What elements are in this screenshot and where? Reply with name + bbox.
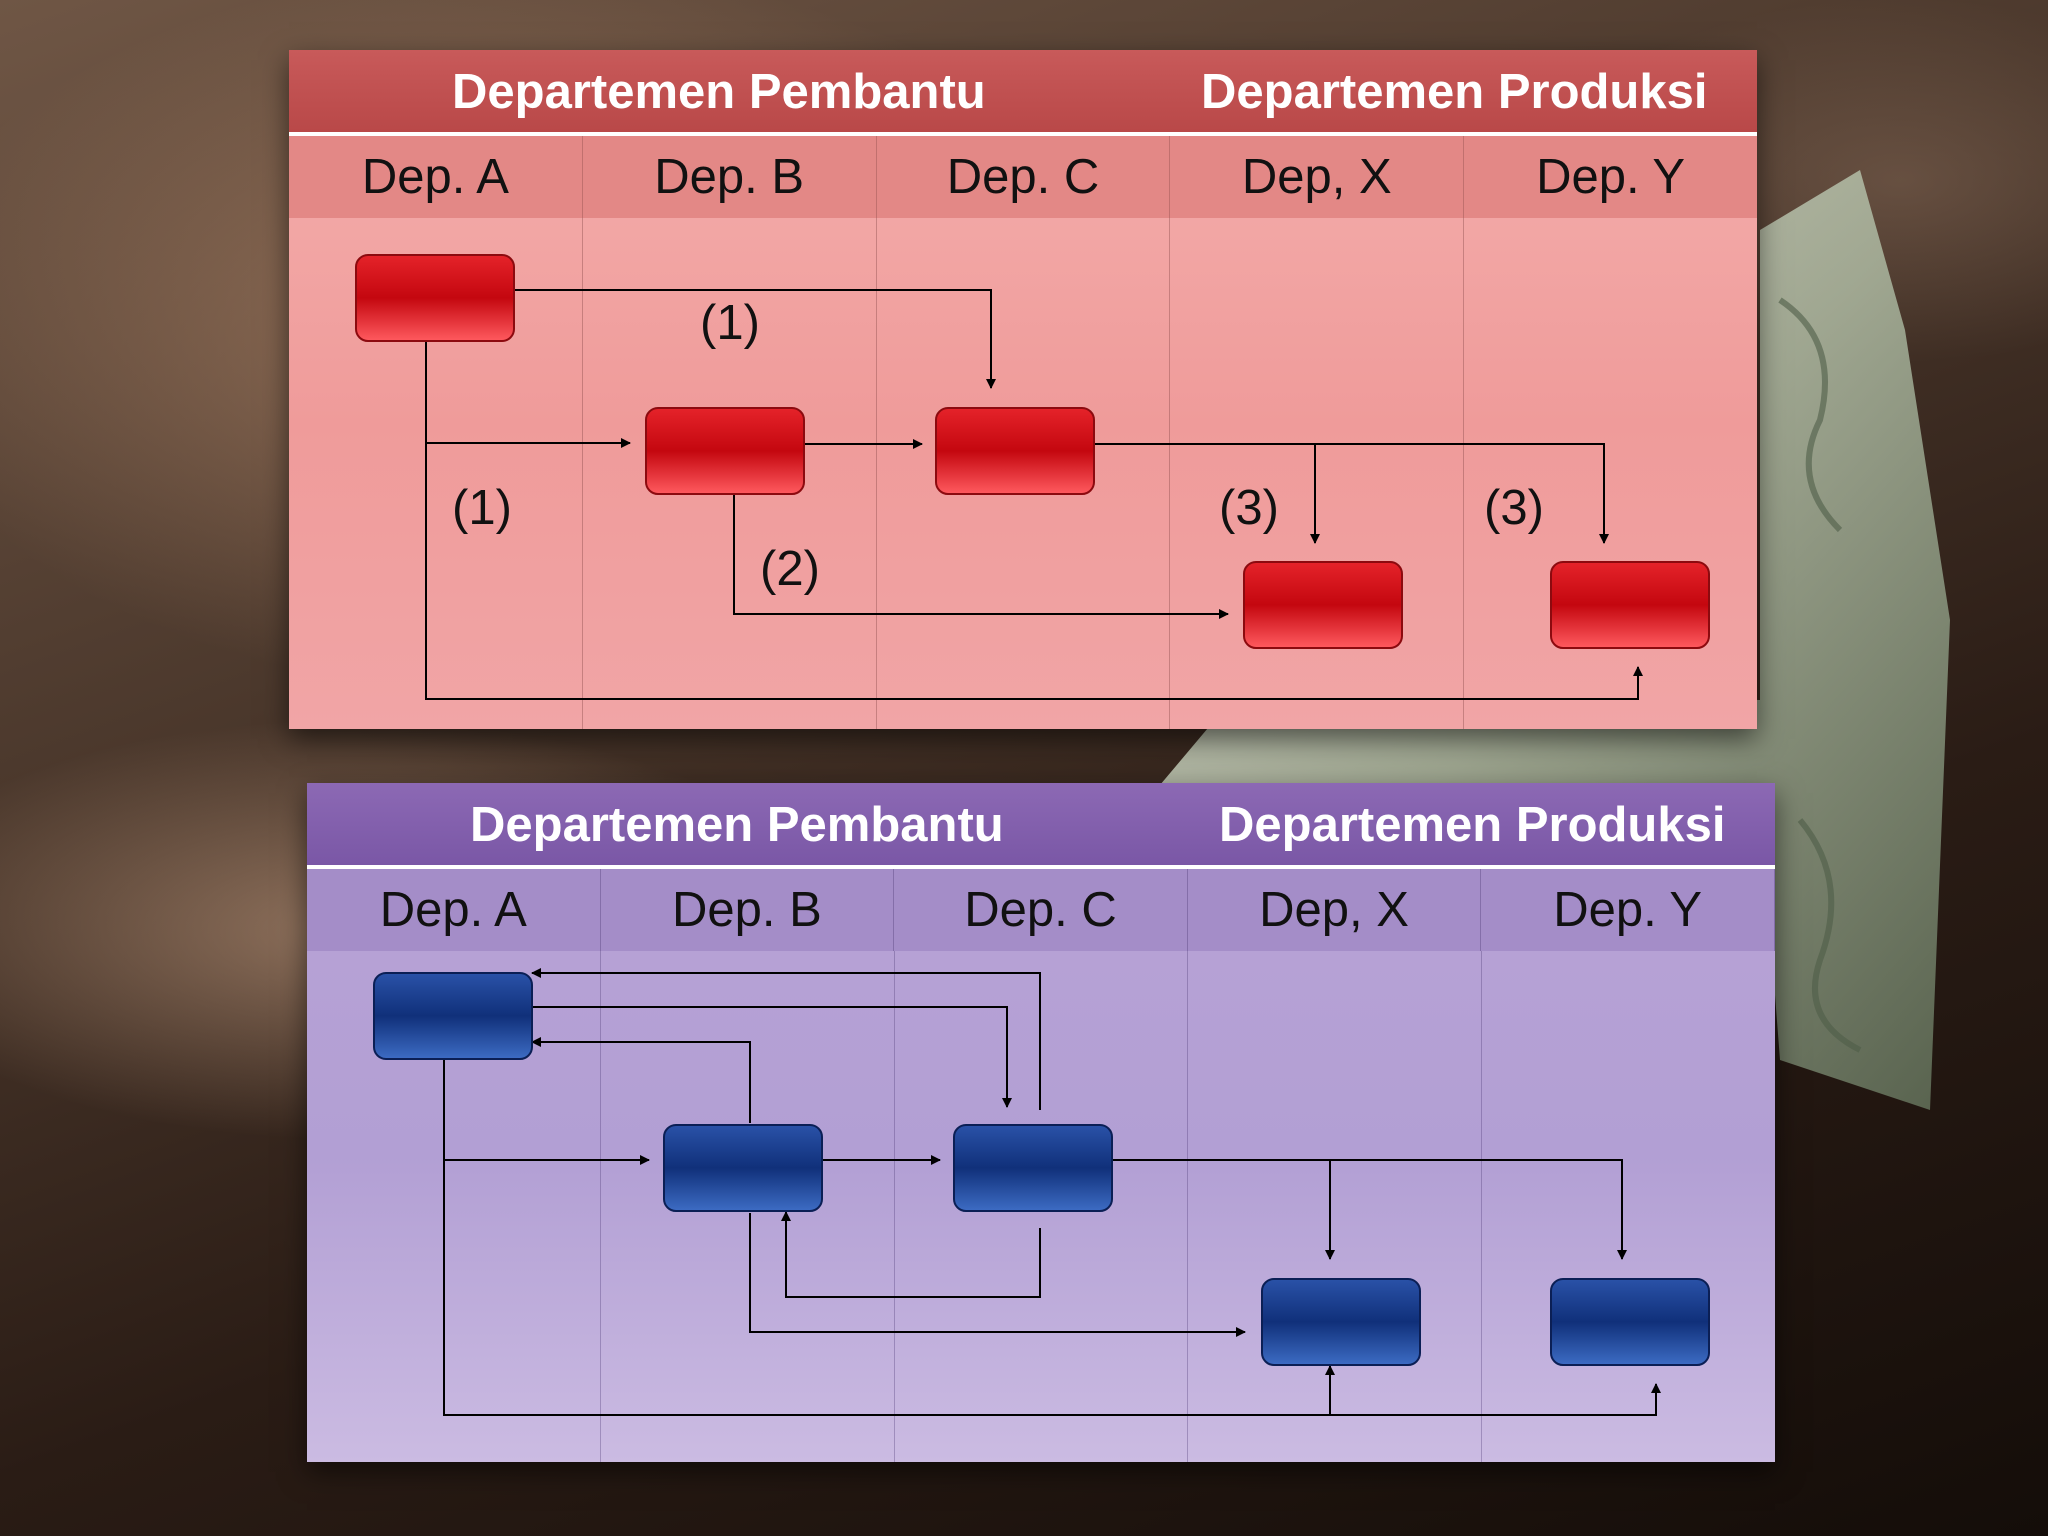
column-dep-c: Dep. C	[877, 136, 1171, 218]
department-boxes	[355, 254, 1710, 649]
flow-label-2: (2)	[760, 542, 820, 596]
header-production-departments: Departemen Produksi	[1219, 798, 1726, 852]
flow-label-3: (3)	[1219, 481, 1279, 535]
flow-diagram	[373, 968, 1710, 1416]
column-dep-x: Dep, X	[1170, 136, 1465, 218]
column-header-row: Dep. A Dep. B Dep. C Dep, X Dep. Y	[307, 869, 1775, 951]
column-divider	[1481, 951, 1482, 1462]
column-dep-a: Dep. A	[289, 136, 583, 218]
box-dep-y	[1550, 561, 1710, 649]
header-production-departments: Departemen Produksi	[1201, 65, 1708, 119]
flow-label-1: (1)	[452, 481, 512, 535]
box-dep-c	[953, 1124, 1113, 1212]
header-band: Departemen Pembantu Departemen Produksi	[289, 50, 1757, 132]
flow-arrow-c-to-a	[531, 968, 1041, 1110]
column-divider	[894, 951, 895, 1462]
box-dep-a	[373, 972, 533, 1060]
column-divider	[876, 218, 877, 729]
flow-arrow-b-to-x	[733, 495, 1229, 619]
flow-arrow-a-to-c	[514, 289, 996, 389]
allocation-diagram-reciprocal: Departemen Pembantu Departemen Produksi …	[307, 783, 1775, 1462]
column-divider	[1169, 218, 1170, 729]
flow-arrow-a-to-x	[443, 1054, 1335, 1416]
flow-arrow-a-to-y	[425, 340, 1643, 700]
header-service-departments: Departemen Pembantu	[470, 798, 1004, 852]
header-band: Departemen Pembantu Departemen Produksi	[307, 783, 1775, 865]
flow-arrow-c-to-x	[1094, 443, 1320, 544]
flow-diagram: (1) (1) (2) (3) (3)	[355, 254, 1710, 700]
box-dep-y	[1550, 1278, 1710, 1366]
column-dep-y: Dep. Y	[1481, 869, 1775, 951]
flow-arrow-b-to-x	[749, 1213, 1246, 1337]
flow-arrow-b-to-a	[531, 1037, 751, 1123]
column-divider	[582, 218, 583, 729]
flow-arrow-c-to-y	[1315, 443, 1609, 544]
header-divider	[289, 132, 1757, 136]
column-divider	[1463, 218, 1464, 729]
column-dep-y: Dep. Y	[1536, 150, 1686, 204]
flow-arrow-c-to-b	[781, 1211, 1041, 1298]
column-dep-c: Dep. C	[894, 869, 1188, 951]
flow-arrow-a-to-y	[1330, 1383, 1661, 1416]
box-dep-x	[1261, 1278, 1421, 1366]
column-divider	[1187, 951, 1188, 1462]
column-dep-x: Dep, X	[1188, 869, 1482, 951]
folded-money-bill	[1160, 170, 1950, 1110]
box-dep-c	[935, 407, 1095, 495]
header-service-departments: Departemen Pembantu	[452, 65, 986, 119]
box-dep-b	[645, 407, 805, 495]
flow-arrow-c-to-y	[1330, 1159, 1627, 1260]
flow-arrow-c-to-x	[1112, 1159, 1335, 1260]
flow-label-1: (1)	[700, 296, 760, 350]
box-dep-a	[355, 254, 515, 342]
allocation-diagram-direct: Departemen Pembantu Departemen Produksi …	[289, 50, 1757, 729]
header-divider	[307, 865, 1775, 869]
column-dep-a: Dep. A	[307, 869, 601, 951]
column-dep-b: Dep. B	[601, 869, 895, 951]
department-boxes	[373, 972, 1710, 1366]
flow-arrow-a-to-c	[532, 1006, 1012, 1108]
box-dep-x	[1243, 561, 1403, 649]
column-header-row: Dep. A Dep. B Dep. C Dep, X Dep. Y	[289, 136, 1757, 218]
column-divider	[600, 951, 601, 1462]
box-dep-b	[663, 1124, 823, 1212]
flow-label-3: (3)	[1484, 481, 1544, 535]
column-dep-b: Dep. B	[583, 136, 877, 218]
